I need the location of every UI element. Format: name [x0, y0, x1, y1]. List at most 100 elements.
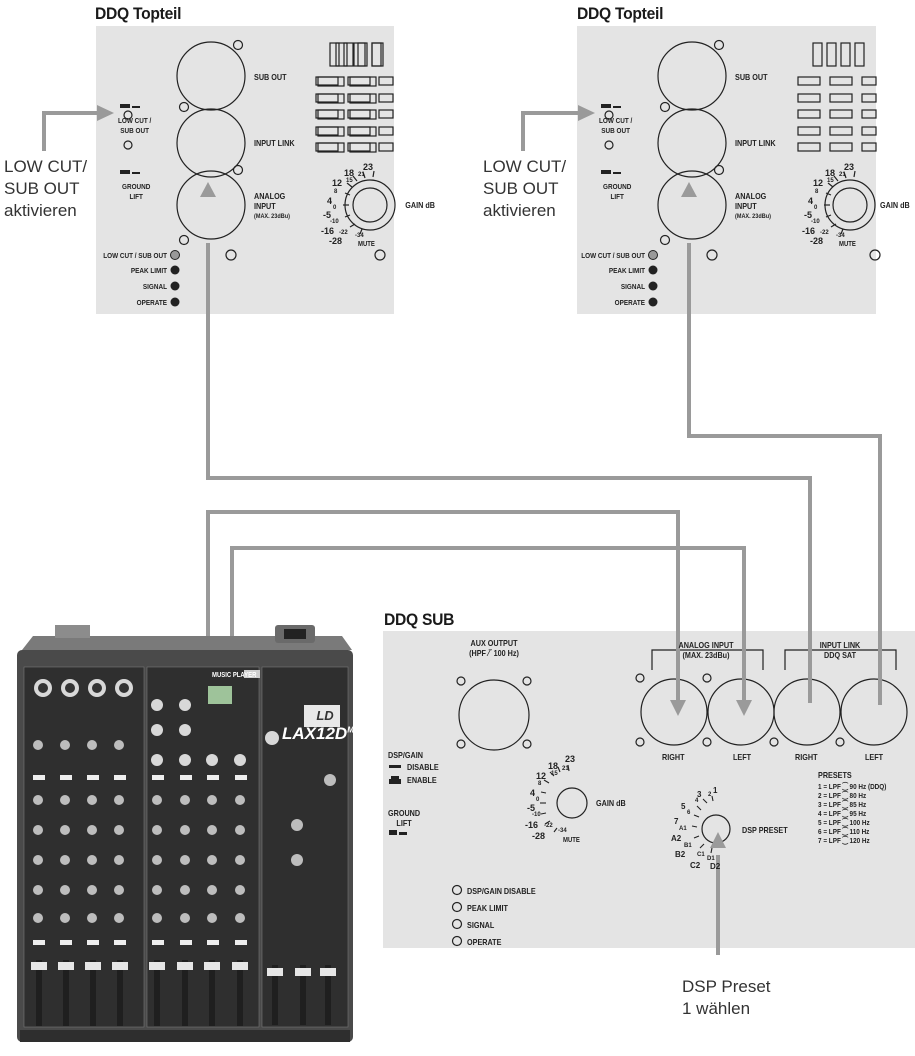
tick: D2 [710, 862, 721, 871]
tick: 4 [695, 798, 699, 804]
tick: 23 [363, 162, 374, 172]
mixer-logo: LD [311, 707, 339, 725]
tick: -22 [544, 823, 553, 829]
tick: 6 [687, 810, 691, 816]
tick: C2 [690, 861, 701, 870]
tick: -5 [804, 210, 813, 220]
gain-knob-inner [352, 187, 388, 223]
sub-ground-lift-label: GROUND LIFT [388, 808, 421, 828]
mixer-brand: LAX12DMP3 [282, 724, 364, 744]
tick: -10 [532, 812, 541, 818]
tick: 8 [538, 781, 542, 787]
right-note: LOW CUT/ SUB OUT aktivieren [483, 157, 567, 220]
left-note: LOW CUT/ SUB OUT aktivieren [4, 157, 88, 220]
aux-output-connector [458, 679, 530, 751]
tick: 4 [327, 196, 333, 206]
tick: 18 [548, 761, 559, 771]
low-cut-sub-out-label: LOW CUT / SUB OUT [118, 116, 152, 135]
presets-title: PRESETS [818, 770, 852, 780]
mixer-knobs [33, 740, 336, 923]
disable-label: DISABLE [407, 762, 439, 772]
tick: 8 [815, 189, 819, 195]
led-label-operate-right: OPERATE [614, 298, 645, 307]
analog-input-label-right: ANALOG INPUT [735, 191, 767, 211]
tick: A1 [679, 826, 687, 832]
analog-input-label: ANALOG INPUT [254, 191, 286, 211]
tick: B1 [684, 843, 692, 849]
preset-6: 6 = LPF ⁐ 110 Hz [818, 827, 870, 836]
dsp-note: DSP Preset 1 wählen [682, 977, 771, 1018]
tick: 0 [814, 205, 818, 211]
mixer-faders [36, 960, 331, 1026]
top-right-leds [648, 250, 658, 307]
input-link-connector [176, 108, 246, 178]
gain-db-label: GAIN dB [405, 200, 435, 210]
arrowheads [97, 105, 752, 848]
led-label-operate: OPERATE [136, 298, 167, 307]
tick: 12 [332, 178, 343, 188]
tick: 12 [813, 178, 824, 188]
left2-label: LEFT [865, 752, 884, 762]
tick: -28 [329, 236, 343, 246]
ground-lift-label: GROUND LIFT [122, 182, 151, 201]
music-player-label: MUSIC PLAYER [212, 672, 257, 679]
tick: -34 [836, 233, 845, 239]
tick: 4 [530, 788, 536, 798]
tick: 7 [674, 817, 679, 826]
tick: 1 [713, 786, 718, 795]
sub-mute-label: MUTE [563, 837, 580, 844]
right2-label: RIGHT [795, 752, 818, 762]
mixer-brand-text: LAX12D [282, 724, 348, 743]
led-label-low-cut: LOW CUT / SUB OUT [103, 251, 167, 260]
left1-label: LEFT [733, 752, 752, 762]
preset-2: 2 = LPF ⁐ 80 Hz [818, 791, 867, 800]
tick: 0 [536, 797, 540, 803]
sub-led-dsp-gain-disable: DSP/GAIN DISABLE [467, 886, 536, 896]
tick: -10 [330, 219, 339, 225]
preset-1: 1 = LPF ⁐ 90 Hz (DDQ) [818, 782, 887, 791]
ground-lift-label-right: GROUND LIFT [603, 182, 632, 201]
tick: 5 [681, 802, 686, 811]
tick: 15 [827, 178, 834, 184]
sub-led-signal: SIGNAL [467, 920, 495, 930]
tick: -16 [802, 226, 816, 236]
input-link-sub-label: INPUT LINK DDQ SAT [819, 640, 861, 660]
analog-input-sub-label: ANALOG INPUT (MAX. 23dBu) [678, 640, 734, 660]
mixer-fader-caps [31, 962, 336, 976]
tick: D1 [707, 856, 715, 862]
tick: -34 [558, 828, 567, 834]
mixer-logo-text: LD [316, 708, 334, 723]
max-label: (MAX. 23dBu) [254, 213, 290, 220]
preset-3: 3 = LPF ⁐ 85 Hz [818, 800, 867, 809]
tick: 4 [808, 196, 814, 206]
tick: -28 [532, 831, 546, 841]
low-cut-sub-out-label-right: LOW CUT / SUB OUT [599, 116, 633, 135]
tick: -34 [355, 233, 364, 239]
tick: -5 [527, 803, 536, 813]
tick: 8 [334, 189, 338, 195]
sub-out-connector [176, 41, 246, 111]
sub-out-label-right: SUB OUT [735, 72, 768, 82]
tick: -22 [820, 230, 829, 236]
mixer-brand-suffix: MP3 [347, 725, 364, 735]
aux-output-label: AUX OUTPUT (HPF ⁄‾ 100 Hz) [469, 638, 519, 658]
tick: -16 [321, 226, 335, 236]
preset-7: 7 = LPF ⁐ 120 Hz [818, 836, 870, 845]
enable-label: ENABLE [407, 775, 437, 785]
analog-input-connector [176, 170, 246, 240]
tick: 12 [536, 771, 547, 781]
tick: 2 [708, 792, 712, 798]
sub-gain-db-label: GAIN dB [596, 798, 626, 808]
dsp-gain-label: DSP/GAIN [388, 750, 423, 760]
tick: 23 [565, 754, 576, 764]
cables [42, 111, 882, 955]
top-right-title: DDQ Topteil [577, 4, 664, 23]
tick: 15 [551, 771, 558, 777]
link-left-connector [840, 678, 908, 746]
tick: -28 [810, 236, 824, 246]
preset-4: 4 = LPF ⁐ 95 Hz [818, 809, 867, 818]
sub-led-peak-limit: PEAK LIMIT [467, 903, 508, 913]
gain-db-label-right: GAIN dB [880, 200, 910, 210]
tick: 18 [344, 168, 355, 178]
